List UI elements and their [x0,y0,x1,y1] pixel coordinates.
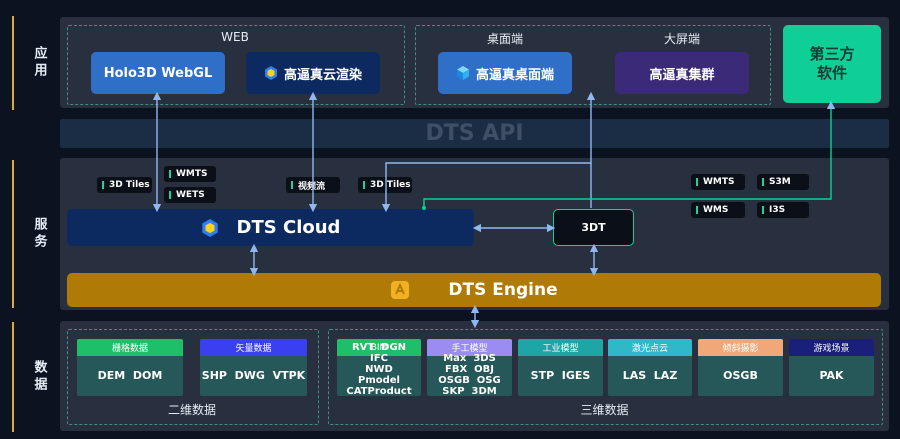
data-card-vector: 矢量数据 SHP DWG VTPK [200,339,307,396]
arrow-cloud-desktop [381,91,596,213]
cube-logo-icon [456,66,469,80]
data-card-body: Max 3DS FBX OBJ OSGB OSG SKP 3DM [438,352,501,397]
data-card-head: BIM [337,339,421,356]
desktop-app-box: 高逼真桌面端 [438,52,572,94]
tag-wmts-right: WMTS [691,174,745,190]
data-card-point-cloud: 激光点云 LAS LAZ [608,339,692,396]
data-card-head: 矢量数据 [200,339,307,356]
data-card-head: 游戏场景 [789,339,874,356]
group-3d [328,329,883,425]
tag-wets: WETS [164,187,216,203]
data-card-head: 激光点云 [608,339,692,356]
bigscreen-app-box: 高逼真集群 [615,52,749,94]
data-card-game-scene: 游戏场景 PAK [789,339,874,396]
hexagon-logo-icon [201,218,218,237]
service-layer-label: 服务 [31,217,47,251]
data-layer-label: 数据 [31,360,47,394]
dts-engine-label: DTS Engine [448,280,558,300]
service-layer-bar [12,160,14,308]
web-group [67,25,405,105]
tag-wms: WMS [691,202,745,218]
dts-engine-box: DTS Engine [67,273,881,307]
bigscreen-title: 大屏端 [663,32,700,46]
tag-s3m: S3M [757,174,809,190]
web-title: WEB [221,30,249,44]
group-2d-title: 二维数据 [167,403,216,417]
tag-i3s: I3S [757,202,809,218]
data-card-industrial-model: 工业模型 STP IGES [518,339,603,396]
data-card-body: PAK [819,369,844,382]
data-card-body: RVT DGN IFC NWD Pmodel CATProduct [346,342,412,397]
engine-logo-icon [391,281,410,299]
group-3d-title: 三维数据 [580,403,629,417]
app-layer-label: 应用 [31,46,47,80]
data-card-oblique-photo: 倾斜摄影 OSGB [698,339,783,396]
data-card-body: OSGB [723,369,758,382]
desktop-title: 桌面端 [486,32,523,46]
tag-3dtiles-left: 3D Tiles [97,177,152,193]
data-card-raster: 栅格数据 DEM DOM [77,339,183,396]
data-card-head: 倾斜摄影 [698,339,783,356]
data-card-body: LAS LAZ [622,369,678,382]
app-layer-bar [12,16,14,110]
data-card-body: STP IGES [530,369,591,382]
arrow-cloud-thirdparty [423,100,836,208]
dts-cloud-label: DTS Cloud [236,217,341,238]
data-card-head: 手工模型 [427,339,512,356]
cloud-render-box: 高逼真云渲染 [246,52,380,94]
hexagon-logo-icon [264,66,277,80]
data-card-head: 栅格数据 [77,339,183,356]
holo3d-webgl-box: Holo3D WebGL [91,52,225,94]
tag-wmts-left: WMTS [164,166,216,182]
group-2d [67,329,319,425]
third-party-box: 第三方 软件 [783,25,881,103]
desktop-app-label: 高逼真桌面端 [475,67,554,83]
dts-cloud-box: DTS Cloud [67,209,474,246]
data-card-head: 工业模型 [518,339,603,356]
data-layer-bar [12,322,14,432]
data-card-body: DEM DOM [97,369,163,382]
data-card-body: SHP DWG VTPK [201,369,306,382]
connector-dot [422,206,426,210]
cloud-render-label: 高逼真云渲染 [283,67,362,83]
